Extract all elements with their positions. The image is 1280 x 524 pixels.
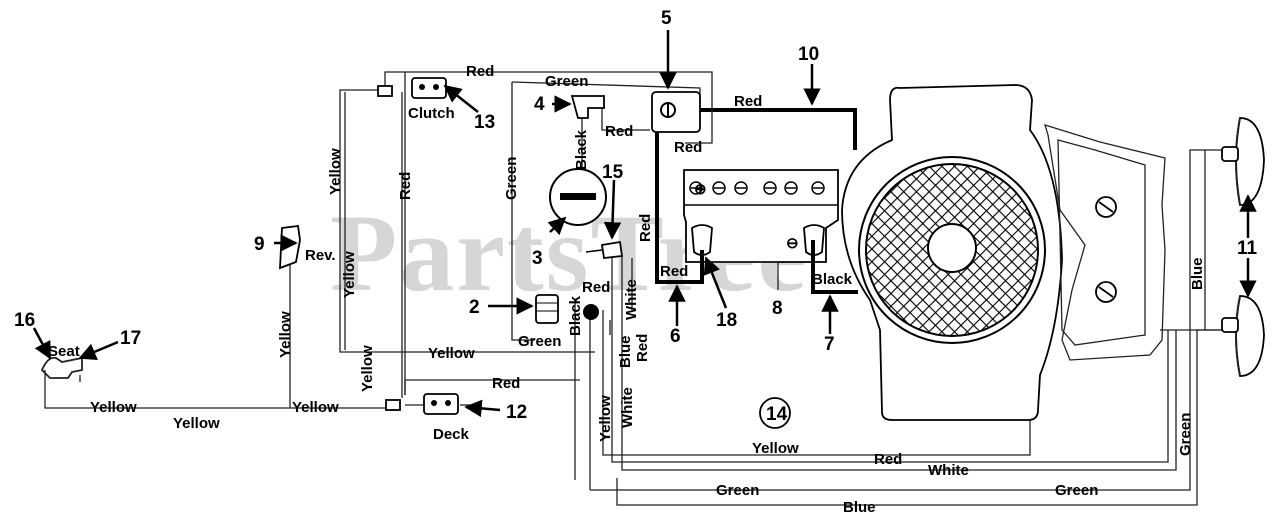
callout-numbers: 5 10 4 13 3 15 2 9 6 7 8 18 12 14 11 16 …: [14, 8, 1258, 425]
wire-label: Yellow: [277, 311, 294, 358]
callout-number: 9: [254, 234, 265, 255]
wire-label: White: [928, 462, 969, 479]
wire-label: Black: [812, 271, 853, 288]
wire-label: Red: [674, 139, 702, 156]
clutch-label: Clutch: [408, 105, 455, 122]
wire-label: Black: [567, 295, 584, 336]
callout-number: 2: [469, 297, 480, 318]
headlight-bottom: [1221, 295, 1265, 377]
callout-number: 12: [506, 402, 527, 423]
wire-label: Yellow: [90, 399, 137, 416]
callout-number: 7: [824, 334, 835, 355]
callout-number: 8: [772, 298, 783, 319]
wire-label: Green: [545, 73, 588, 90]
wire-label: Yellow: [428, 345, 475, 362]
wire-label: Green: [716, 482, 759, 499]
heavy-cables: [655, 108, 858, 294]
wire-label: Red: [466, 63, 494, 80]
battery-plus-symbol: ⊕: [694, 181, 707, 198]
thin-wiring: [44, 71, 1225, 506]
headlight-top: [1221, 117, 1265, 206]
wire-label: Red: [634, 334, 651, 362]
wire-label: Red: [582, 279, 610, 296]
callout-number: 4: [534, 94, 545, 115]
callout-number: 5: [661, 8, 672, 29]
wire-labels: Red Green Red Red Red Black Green Yellow…: [90, 63, 1206, 516]
wire-label: Yellow: [327, 148, 344, 195]
wire-label: Green: [1055, 482, 1098, 499]
callout-number: 15: [602, 162, 624, 183]
callout-number: 18: [716, 310, 737, 331]
battery: ⊕ ⊖: [683, 169, 839, 263]
wire-label: Red: [660, 263, 688, 280]
wire-label: Yellow: [341, 251, 358, 298]
callout-number: 13: [474, 112, 495, 133]
callout-number: 16: [14, 310, 35, 331]
wire-label: Red: [637, 214, 654, 242]
wire-label: White: [619, 387, 636, 428]
wire-label: Yellow: [292, 399, 339, 416]
wire-label: Yellow: [752, 440, 799, 457]
rev-label: Rev.: [305, 247, 336, 264]
dash-panel: [1044, 124, 1166, 361]
callout-number: 14: [766, 404, 788, 425]
wire-label: Yellow: [359, 345, 376, 392]
callout-number: 10: [798, 44, 819, 65]
wire-label: Red: [492, 375, 520, 392]
wire-label: Green: [518, 333, 561, 350]
seat-label: Seat: [48, 343, 80, 360]
callout-number: 17: [120, 328, 141, 349]
engine: [841, 84, 1063, 421]
wire-label: Red: [605, 123, 633, 140]
callout-number: 3: [532, 248, 543, 269]
wire-label: Yellow: [173, 415, 220, 432]
wire-label: Green: [1177, 413, 1194, 456]
callout-arrows: [32, 30, 1257, 418]
wire-label: Red: [397, 172, 414, 200]
wire-label: Blue: [843, 499, 876, 516]
battery-minus-symbol: ⊖: [786, 235, 799, 252]
callout-number: 6: [670, 326, 681, 347]
wire-label: Black: [573, 129, 590, 170]
deck-label: Deck: [433, 426, 470, 443]
callout-number: 11: [1237, 238, 1258, 259]
wire-label: Blue: [1189, 257, 1206, 290]
component-labels: Clutch Rev. Seat Deck: [48, 105, 470, 443]
wire-label: Green: [503, 157, 520, 200]
wire-label: Red: [874, 451, 902, 468]
wire-label: Red: [734, 93, 762, 110]
wire-label: Yellow: [597, 395, 614, 442]
wire-label: White: [623, 279, 640, 320]
wire-label: Blue: [617, 335, 634, 368]
